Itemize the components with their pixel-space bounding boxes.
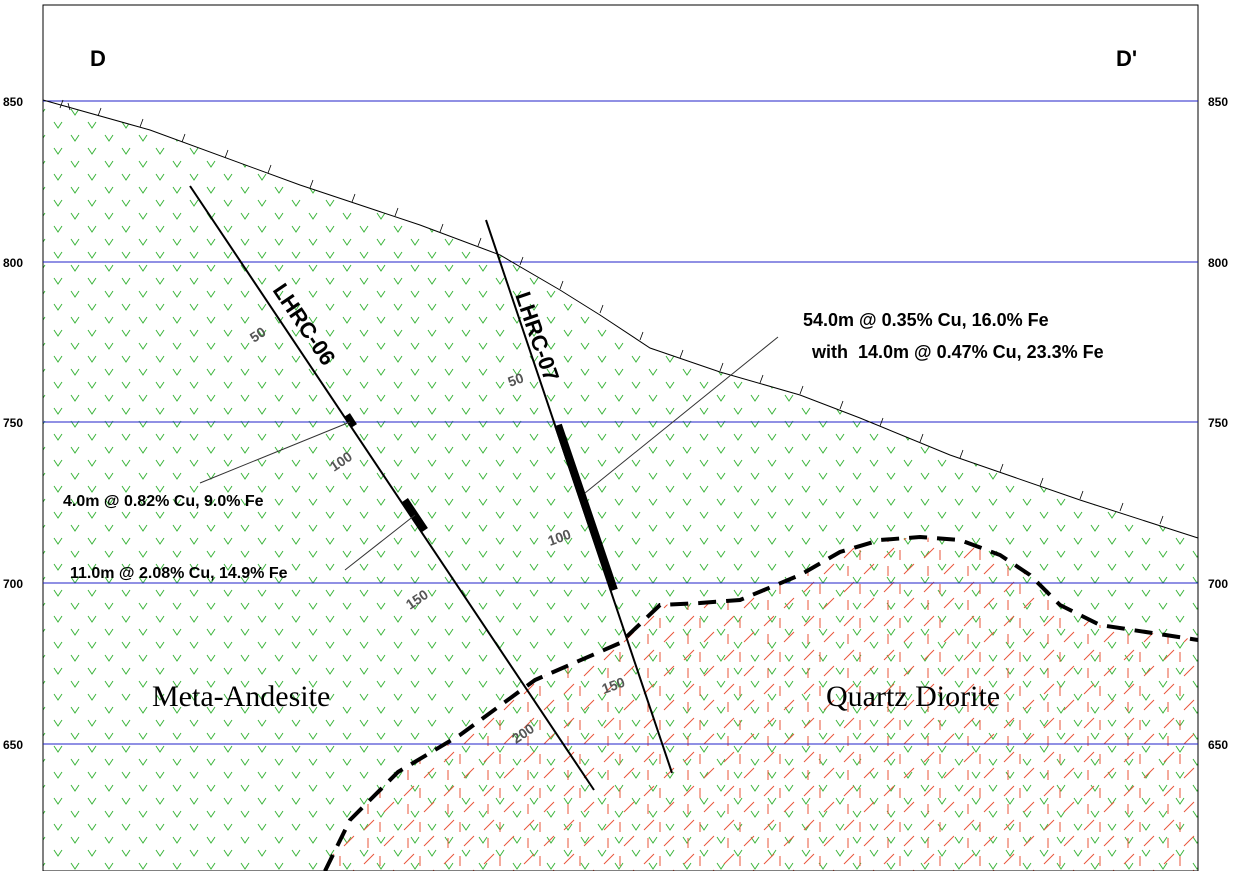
lhrc-07-depth-50: 50: [506, 369, 526, 389]
intrusive-contact: [323, 534, 1199, 871]
elevation-label-right-700: 700: [1208, 577, 1228, 591]
intercept-label-a: 4.0m @ 0.82% Cu, 9.0% Fe: [63, 493, 264, 510]
topographic-surface: [42, 99, 1199, 539]
elevation-label-left-850: 850: [3, 95, 23, 109]
elevation-label-right-650: 650: [1208, 738, 1228, 752]
lhrc-07-depth-100: 100: [546, 526, 574, 549]
drillhole-lhrc-06-intercept-a: [344, 413, 357, 428]
diorite-unit: [325, 537, 1198, 871]
drillhole-lhrc-06-trace: [189, 185, 595, 791]
drillhole-lhrc-07-intercept-c: [554, 423, 618, 592]
leader-lines: [199, 336, 779, 571]
section-start-label: D: [90, 46, 106, 71]
elevation-label-right-850: 850: [1208, 95, 1228, 109]
topography-ticks: [59, 99, 1164, 525]
elevation-label-left-700: 700: [3, 577, 23, 591]
elevation-label-right-750: 750: [1208, 416, 1228, 430]
intercept-label-b: 11.0m @ 2.08% Cu, 14.9% Fe: [70, 565, 288, 582]
lhrc-07-depth-150: 150: [600, 674, 628, 697]
lhrc-06-depth-50: 50: [247, 323, 269, 345]
section-end-label: D': [1116, 46, 1137, 71]
intercept-label-c-line2: with 14.0m @ 0.47% Cu, 23.3% Fe: [811, 342, 1104, 362]
elevation-label-right-800: 800: [1208, 256, 1228, 270]
rock-unit-label-andesite: Meta-Andesite: [152, 680, 330, 713]
elevation-gridlines: [43, 100, 1198, 745]
elevation-label-left-750: 750: [3, 416, 23, 430]
section-frame: [42, 4, 1199, 871]
intercept-label-c-line1: 54.0m @ 0.35% Cu, 16.0% Fe: [803, 310, 1049, 330]
elevation-label-left-650: 650: [3, 738, 23, 752]
elevation-label-left-800: 800: [3, 256, 23, 270]
rock-unit-label-diorite: Quartz Diorite: [826, 680, 1000, 713]
